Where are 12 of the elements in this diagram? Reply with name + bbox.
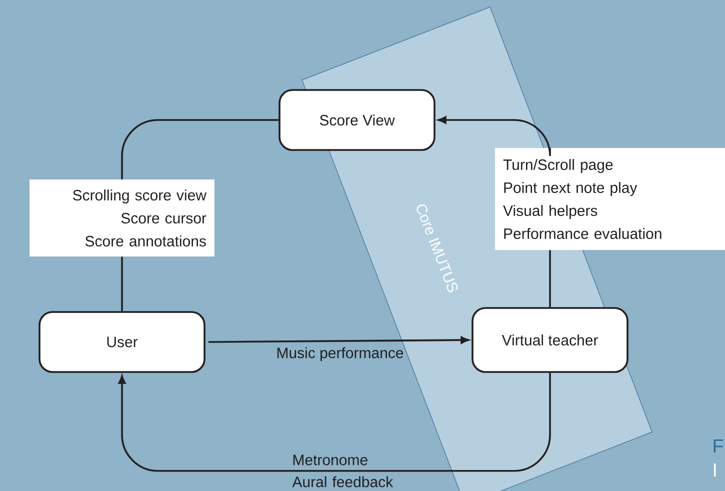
arrow	[208, 336, 470, 344]
edge-label: Metronome Aural feedback	[292, 454, 394, 488]
edge-label: Music performance	[277, 347, 404, 362]
arrow	[118, 372, 551, 472]
caption-fragment: I	[714, 463, 716, 477]
text-box: Turn/Scroll page Point next note play Visual helpers Performance evaluation	[495, 148, 725, 250]
caption-fragment: F	[714, 439, 724, 453]
text-box: Scrolling score view Score cursor Score annotations	[30, 180, 214, 256]
rounded-box: Score View	[278, 89, 436, 151]
arrow	[438, 116, 551, 157]
rounded-box: User	[38, 311, 206, 373]
rounded-box: Virtual teacher	[472, 307, 628, 373]
